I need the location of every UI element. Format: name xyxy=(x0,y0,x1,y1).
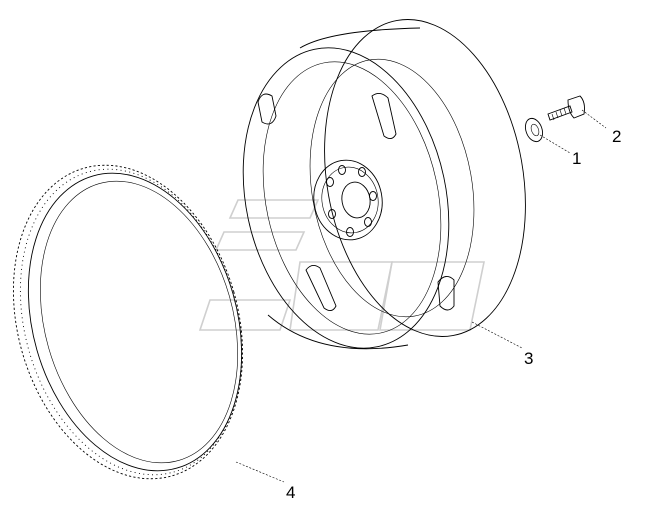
callout-1-label: 1 xyxy=(572,149,581,168)
watermark-logo xyxy=(198,199,485,331)
washer-drawing xyxy=(524,117,544,143)
leader-lines xyxy=(235,109,607,483)
ring-gear-drawing xyxy=(12,164,244,480)
flywheel-drawing xyxy=(242,19,526,350)
callout-3-label: 3 xyxy=(524,349,533,368)
callout-2-label: 2 xyxy=(612,127,621,146)
bolt-drawing xyxy=(547,95,585,121)
callout-4-label: 4 xyxy=(286,483,295,502)
